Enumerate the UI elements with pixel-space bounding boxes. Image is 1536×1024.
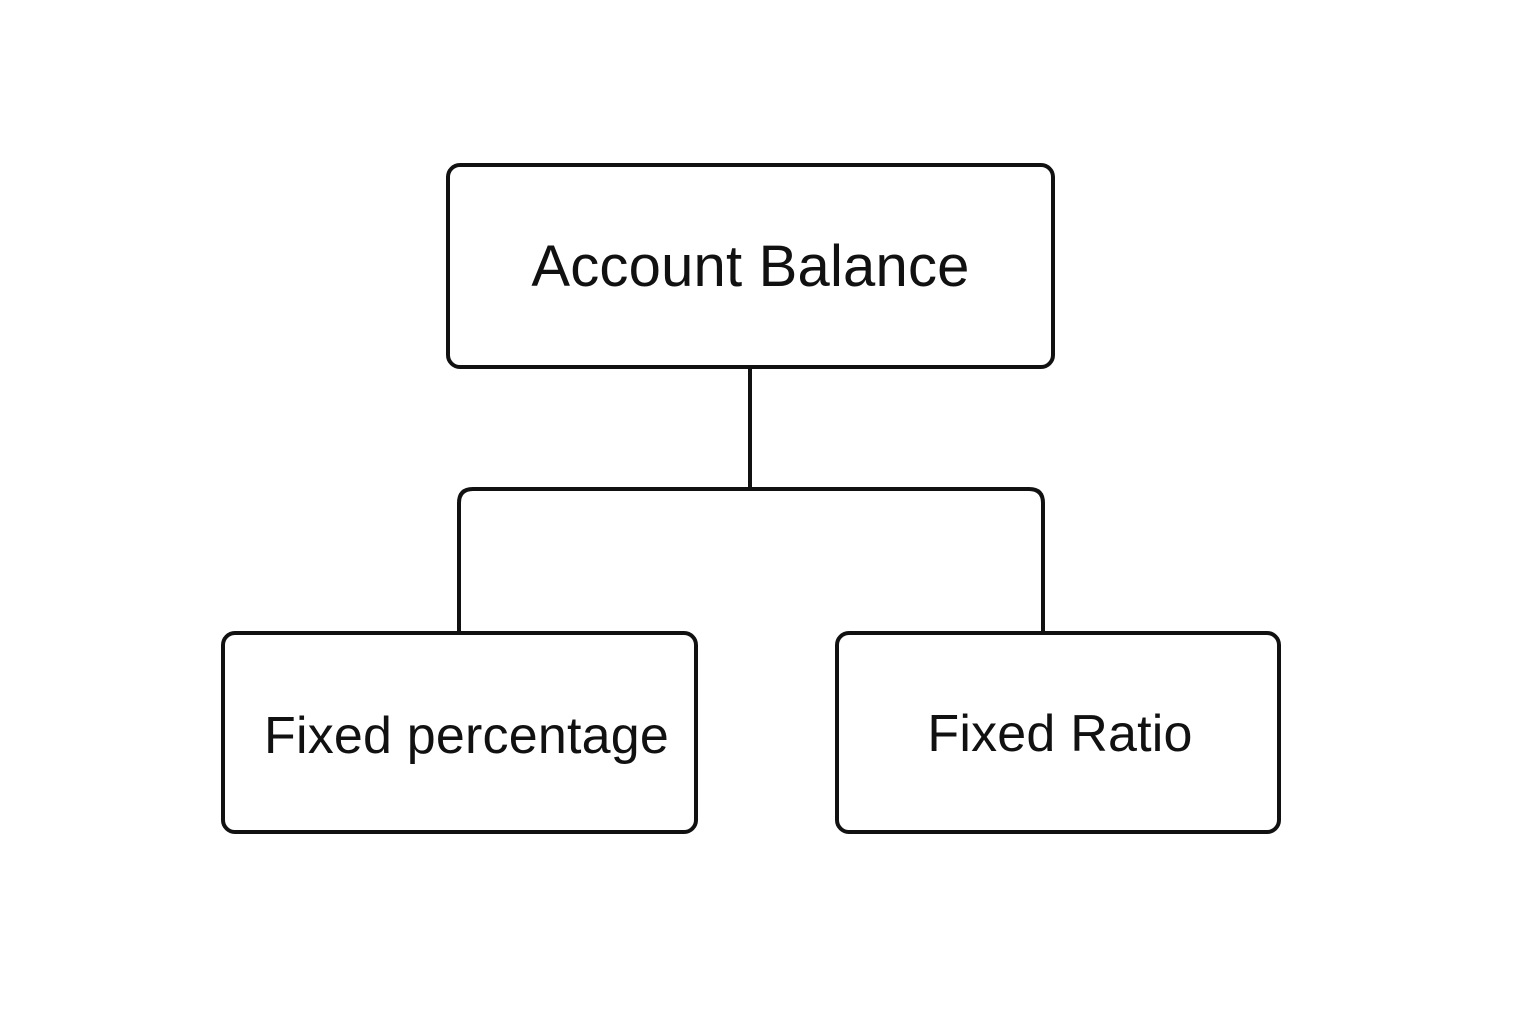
fixed-ratio-label: Fixed Ratio: [927, 704, 1193, 763]
fixed-percentage-label: Fixed percentage: [263, 706, 669, 765]
account-balance-node: Account Balance: [446, 163, 1055, 369]
branch-connector: [457, 487, 1045, 633]
fixed-percentage-node: Fixed percentage: [221, 631, 698, 834]
fixed-ratio-node: Fixed Ratio: [835, 631, 1281, 834]
account-balance-label: Account Balance: [531, 233, 970, 299]
